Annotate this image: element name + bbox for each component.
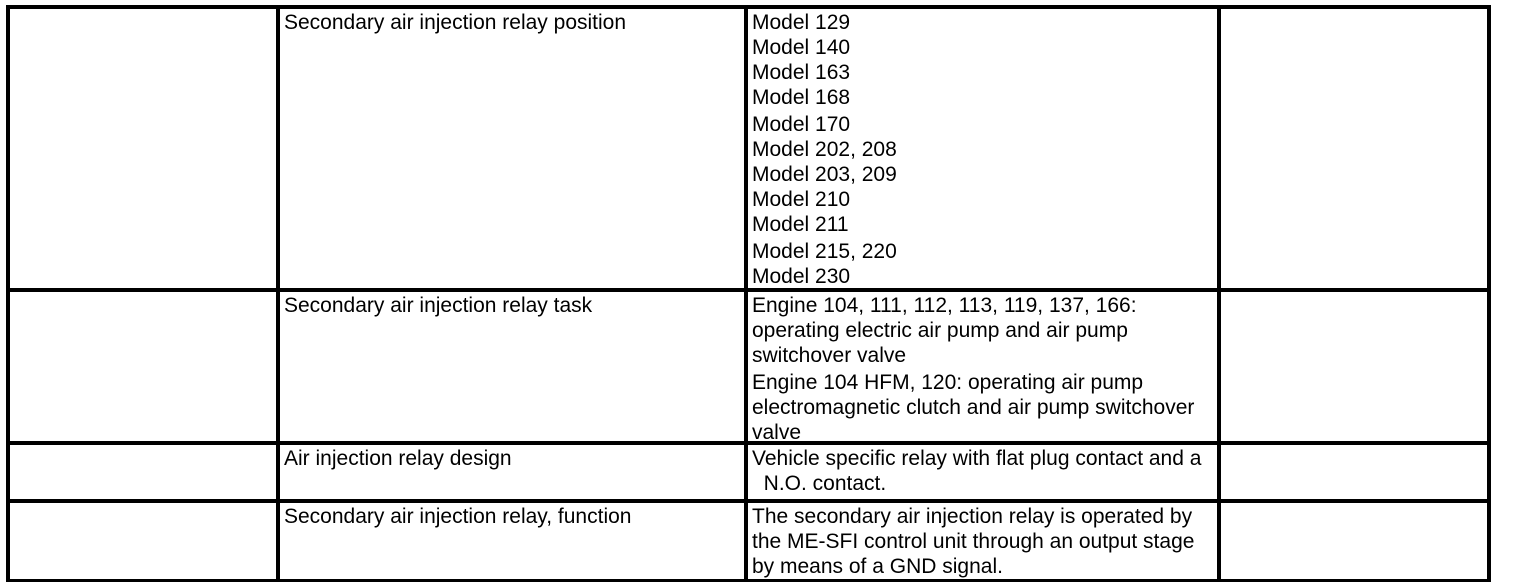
value-line: Model 170 [752, 113, 851, 136]
row-2-label-cell: Secondary air injection relay task [280, 292, 744, 441]
row-3-right-empty-cell [1221, 445, 1487, 499]
row-1-label: Secondary air injection relay position [284, 11, 627, 34]
value-line: Vehicle specific relay with flat plug co… [752, 447, 1202, 470]
value-line: Model 211 [752, 213, 849, 236]
value-line: valve [752, 421, 802, 444]
row-1-right-empty-cell [1221, 9, 1487, 288]
value-line: the ME-SFI control unit through an outpu… [752, 530, 1195, 553]
value-line: operating electric air pump and air pump [752, 319, 1128, 342]
value-line: Model 210 [752, 188, 851, 211]
row-2-value-cell: Engine 104, 111, 112, 113, 119, 137, 166… [748, 292, 1217, 444]
row-2-right-empty-cell [1221, 292, 1487, 441]
value-line: electromagnetic clutch and air pump swit… [752, 396, 1195, 419]
value-line: Engine 104, 111, 112, 113, 119, 137, 166… [752, 294, 1137, 317]
row-4-value-cell: The secondary air injection relay is ope… [748, 503, 1217, 579]
value-line: The secondary air injection relay is ope… [752, 505, 1193, 528]
row-1-left-empty-cell [10, 9, 276, 288]
row-4-label-cell: Secondary air injection relay, function [280, 503, 744, 579]
value-line: Model 203, 209 [752, 163, 897, 186]
value-line: Model 129 [752, 11, 851, 34]
row-4-left-empty-cell [10, 503, 276, 579]
row-3-label: Air injection relay design [284, 447, 512, 470]
value-paragraph: Engine 104, 111, 112, 113, 119, 137, 166… [752, 293, 1217, 368]
value-line: N.O. contact. [752, 472, 887, 495]
value-line: Model 230 [752, 265, 851, 288]
value-paragraph: Vehicle specific relay with flat plug co… [752, 446, 1217, 496]
value-line: Model 215, 220 [752, 240, 897, 263]
row-3-label-cell: Air injection relay design [280, 445, 744, 499]
specification-table: Secondary air injection relay position M… [6, 5, 1491, 582]
row-1-label-cell: Secondary air injection relay position [280, 9, 744, 288]
row-4-label: Secondary air injection relay, function [284, 505, 632, 528]
value-line: Model 168 [752, 86, 851, 109]
value-line: Engine 104 HFM, 120: operating air pump [752, 371, 1144, 394]
row-3-left-empty-cell [10, 445, 276, 499]
value-line: Model 202, 208 [752, 138, 897, 161]
row-4-right-empty-cell [1221, 503, 1487, 579]
value-paragraph: The secondary air injection relay is ope… [752, 504, 1217, 579]
value-line: Model 163 [752, 61, 851, 84]
row-2-label: Secondary air injection relay task [284, 294, 593, 317]
value-line: Model 140 [752, 36, 851, 59]
row-2-left-empty-cell [10, 292, 276, 441]
value-line: switchover valve [752, 344, 907, 367]
value-line: by means of a GND signal. [752, 555, 1003, 578]
row-3-value-cell: Vehicle specific relay with flat plug co… [748, 445, 1217, 499]
